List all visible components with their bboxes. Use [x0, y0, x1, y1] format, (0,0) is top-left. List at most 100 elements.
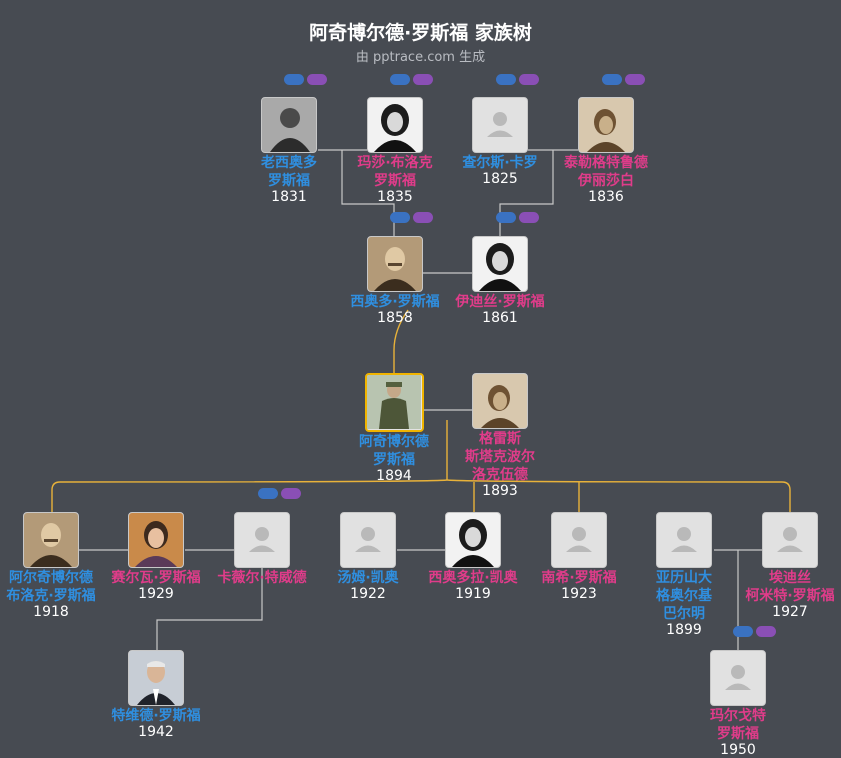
person-name[interactable]: 南希·罗斯福 [541, 570, 617, 586]
badge-blue-icon[interactable] [390, 212, 410, 223]
badge-purple-icon[interactable] [519, 74, 539, 85]
person-name[interactable]: 亚历山大 [656, 570, 712, 586]
relation-badges[interactable] [390, 212, 433, 223]
relation-badges[interactable] [390, 74, 433, 85]
relation-badges[interactable] [496, 212, 539, 223]
person-photo[interactable] [367, 236, 423, 292]
person-photo[interactable] [234, 512, 290, 568]
person-name[interactable]: 罗斯福 [717, 726, 759, 742]
person-name[interactable]: 玛莎·布洛克 [357, 155, 433, 171]
person-photo[interactable] [472, 97, 528, 153]
person-name[interactable]: 柯米特·罗斯福 [745, 588, 835, 604]
person-birth-year: 1836 [588, 189, 624, 205]
person-name[interactable]: 阿尔奇博尔德 [9, 570, 93, 586]
person-name[interactable]: 老西奥多 [261, 155, 317, 171]
person-photo[interactable] [23, 512, 79, 568]
person-birth-year: 1899 [666, 622, 702, 638]
person-name[interactable]: 卡薇尔·特威德 [217, 570, 307, 586]
person-birth-year: 1919 [455, 586, 491, 602]
person-photo[interactable] [762, 512, 818, 568]
badge-purple-icon[interactable] [625, 74, 645, 85]
person-birth-year: 1927 [772, 604, 808, 620]
person-name[interactable]: 埃迪丝 [769, 570, 811, 586]
person-photo[interactable] [364, 373, 424, 432]
person-node[interactable]: 卡薇尔·特威德 [202, 512, 322, 586]
person-name[interactable]: 西奥多·罗斯福 [350, 294, 440, 310]
person-birth-year: 1861 [482, 310, 518, 326]
person-photo[interactable] [472, 373, 528, 429]
person-photo[interactable] [656, 512, 712, 568]
person-name[interactable]: 汤姆·凯奥 [337, 570, 399, 586]
badge-purple-icon[interactable] [307, 74, 327, 85]
person-name[interactable]: 斯塔克波尔 [465, 449, 535, 465]
person-photo[interactable] [128, 650, 184, 706]
person-name[interactable]: 洛克伍德 [472, 467, 528, 483]
badge-purple-icon[interactable] [281, 488, 301, 499]
person-photo[interactable] [472, 236, 528, 292]
person-photo[interactable] [128, 512, 184, 568]
badge-purple-icon[interactable] [413, 74, 433, 85]
person-birth-year: 1922 [350, 586, 386, 602]
badge-blue-icon[interactable] [258, 488, 278, 499]
badge-purple-icon[interactable] [519, 212, 539, 223]
person-birth-year: 1831 [271, 189, 307, 205]
badge-purple-icon[interactable] [413, 212, 433, 223]
person-name[interactable]: 赛尔瓦·罗斯福 [111, 570, 201, 586]
person-name[interactable]: 格雷斯 [479, 431, 521, 447]
badge-blue-icon[interactable] [496, 74, 516, 85]
person-name[interactable]: 西奥多拉·凯奥 [428, 570, 518, 586]
person-name[interactable]: 罗斯福 [374, 173, 416, 189]
relation-badges[interactable] [602, 74, 645, 85]
person-photo[interactable] [710, 650, 766, 706]
person-photo[interactable] [367, 97, 423, 153]
person-name[interactable]: 泰勒格特鲁德 [564, 155, 648, 171]
person-name[interactable]: 伊丽莎白 [578, 173, 634, 189]
badge-blue-icon[interactable] [602, 74, 622, 85]
person-name[interactable]: 查尔斯·卡罗 [462, 155, 538, 171]
badge-blue-icon[interactable] [390, 74, 410, 85]
person-photo[interactable] [261, 97, 317, 153]
person-name[interactable]: 玛尔戈特 [710, 708, 766, 724]
relation-badges[interactable] [284, 74, 327, 85]
person-name[interactable]: 罗斯福 [268, 173, 310, 189]
person-birth-year: 1894 [376, 468, 412, 484]
person-name[interactable]: 格奥尔基 [656, 588, 712, 604]
person-photo[interactable] [340, 512, 396, 568]
person-photo[interactable] [551, 512, 607, 568]
badge-blue-icon[interactable] [733, 626, 753, 637]
relation-badges[interactable] [733, 626, 776, 637]
person-name[interactable]: 罗斯福 [373, 452, 415, 468]
relation-badges[interactable] [496, 74, 539, 85]
person-name[interactable]: 阿奇博尔德 [359, 434, 429, 450]
person-birth-year: 1835 [377, 189, 413, 205]
person-name[interactable]: 布洛克·罗斯福 [6, 588, 96, 604]
person-name[interactable]: 伊迪丝·罗斯福 [455, 294, 545, 310]
badge-blue-icon[interactable] [284, 74, 304, 85]
badge-blue-icon[interactable] [496, 212, 516, 223]
page-subtitle: 由 pptrace.com 生成 [355, 50, 486, 65]
person-birth-year: 1923 [561, 586, 597, 602]
person-name[interactable]: 特维德·罗斯福 [111, 708, 201, 724]
person-photo[interactable] [445, 512, 501, 568]
person-photo[interactable] [578, 97, 634, 153]
badge-purple-icon[interactable] [756, 626, 776, 637]
relation-badges[interactable] [258, 488, 301, 499]
person-name[interactable]: 巴尔明 [663, 606, 705, 622]
